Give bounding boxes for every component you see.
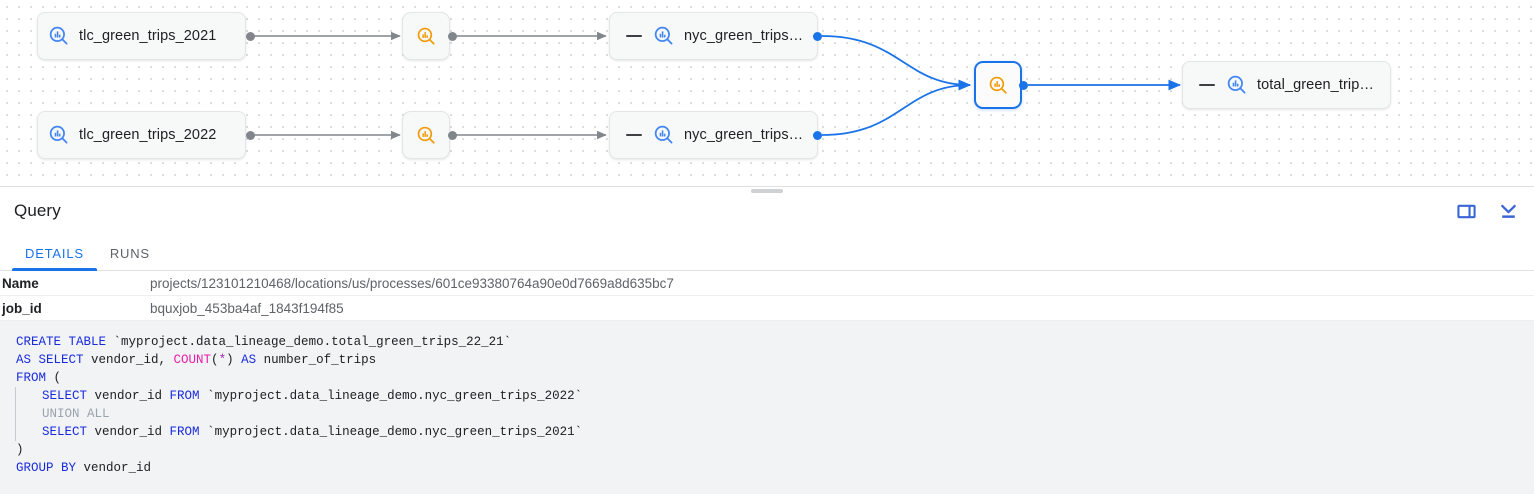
panel-tabs: DETAILS RUNS [0,235,1534,271]
bigquery-job-icon [417,27,435,45]
property-key: Name [2,275,39,291]
bigquery-job-icon [417,126,435,144]
lineage-node-label: nyc_green_trips… [684,28,804,44]
property-value: projects/123101210468/locations/us/proce… [150,275,674,291]
bigquery-job-icon [989,76,1007,94]
lineage-node-tlc-green-trips-2021[interactable]: tlc_green_trips_2021 [37,12,246,60]
output-port[interactable] [813,130,822,140]
lineage-node-total-green-trips[interactable]: total_green_trip… [1182,61,1391,109]
lineage-node-process-job-1[interactable] [402,12,450,60]
lineage-node-label: tlc_green_trips_2022 [79,127,217,143]
bigquery-table-icon [49,26,68,45]
collapse-node-toggle[interactable] [1199,84,1215,86]
split-pane-glyph [1456,204,1476,218]
lineage-node-nyc-green-trips-2022[interactable]: nyc_green_trips… [609,111,818,159]
lineage-node-label: nyc_green_trips… [684,127,804,143]
bigquery-table-icon [49,125,68,144]
output-port[interactable] [813,31,822,41]
lineage-node-process-selected[interactable] [974,61,1022,109]
output-port[interactable] [1019,80,1028,90]
collapse-panel-glyph [1500,204,1516,218]
tab-details[interactable]: DETAILS [12,246,97,271]
query-details-panel: Query DETAILS RUNS Name projects/1231012… [0,187,1534,494]
property-row-name: Name projects/123101210468/locations/us/… [0,271,1534,296]
panel-header: Query [0,187,1534,235]
output-port[interactable] [246,31,255,41]
lineage-node-nyc-green-trips-2021[interactable]: nyc_green_trips… [609,12,818,60]
property-value: bquxjob_453ba4af_1843f194f85 [150,300,344,316]
output-port[interactable] [448,130,457,140]
properties-table: Name projects/123101210468/locations/us/… [0,271,1534,321]
output-port[interactable] [246,130,255,140]
collapse-node-toggle[interactable] [626,134,642,136]
lineage-node-process-job-2[interactable] [402,111,450,159]
panel-actions [1454,199,1520,223]
sql-query-block[interactable]: CREATE TABLE `myproject.data_lineage_dem… [0,321,1534,494]
output-port[interactable] [448,31,457,41]
collapse-panel-icon[interactable] [1496,199,1520,223]
sql-code: CREATE TABLE `myproject.data_lineage_dem… [15,335,583,475]
tab-runs[interactable]: RUNS [97,246,163,270]
property-key: job_id [2,300,42,316]
collapse-node-toggle[interactable] [626,35,642,37]
property-row-job-id: job_id bquxjob_453ba4af_1843f194f85 [0,296,1534,321]
panel-resize-handle[interactable] [751,189,783,193]
panel-divider [0,186,1534,193]
lineage-node-label: tlc_green_trips_2021 [79,28,217,44]
lineage-node-label: total_green_trip… [1257,77,1374,93]
lineage-node-tlc-green-trips-2022[interactable]: tlc_green_trips_2022 [37,111,246,159]
lineage-graph-canvas[interactable]: tlc_green_trips_2021 tlc_green_trips_202… [0,0,1534,186]
bigquery-table-icon [1227,75,1246,94]
bigquery-table-icon [654,26,673,45]
split-pane-icon[interactable] [1454,199,1478,223]
bigquery-table-icon [654,125,673,144]
page-title: Query [14,201,61,220]
